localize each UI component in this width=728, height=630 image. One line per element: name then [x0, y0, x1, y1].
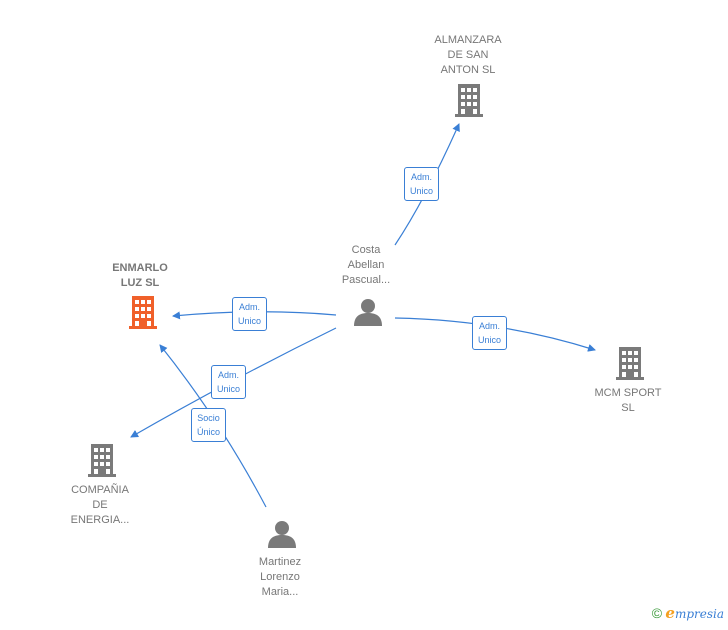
brand-footer[interactable]: © empresia: [652, 604, 724, 622]
edge-label-line: Unico: [217, 384, 241, 394]
edge-label-line: Único: [197, 427, 221, 437]
node-label-enmarlo[interactable]: ENMARLO LUZ SL: [95, 261, 185, 291]
node-label-compania[interactable]: COMPAÑIA DE ENERGIA...: [55, 483, 145, 528]
edge-label-line: Adm.: [411, 172, 433, 182]
node-label-line: SL: [621, 402, 635, 414]
edge-label-martinez-enmarlo[interactable]: Socio Único: [191, 408, 227, 442]
edge-label-costa-mcm[interactable]: Adm. Unico: [472, 316, 508, 350]
edge-label-costa-compania[interactable]: Adm. Unico: [211, 365, 247, 399]
node-label-line: Martinez: [258, 556, 302, 568]
node-label-line: Abellan: [347, 259, 385, 271]
node-label-martinez[interactable]: Martinez Lorenzo Maria...: [239, 555, 321, 600]
node-label-line: DE: [92, 499, 108, 511]
node-label-line: Costa: [351, 244, 381, 256]
node-label-line: ENERGIA...: [70, 514, 130, 526]
building-icon[interactable]: [616, 347, 644, 380]
node-label-mcm[interactable]: MCM SPORT SL: [583, 386, 673, 416]
node-label-line: ENMARLO: [112, 262, 168, 274]
node-label-line: DE SAN: [447, 49, 489, 61]
brand-logo-text: mpresia: [674, 607, 724, 621]
edge-label-line: Unico: [238, 316, 262, 326]
node-label-line: Maria...: [261, 586, 299, 598]
person-icon[interactable]: [354, 299, 382, 326]
building-icon[interactable]: [455, 84, 483, 117]
building-icon[interactable]: [129, 296, 157, 329]
brand-logo-initial: e: [665, 604, 675, 622]
node-label-line: MCM SPORT: [594, 387, 662, 399]
edge-label-costa-almanzara[interactable]: Adm. Unico: [404, 167, 440, 201]
edge-label-line: Socio: [197, 413, 220, 423]
node-label-costa[interactable]: Costa Abellan Pascual...: [325, 243, 407, 288]
node-label-almanzara[interactable]: ALMANZARA DE SAN ANTON SL: [418, 33, 518, 78]
node-label-line: ALMANZARA: [434, 34, 502, 46]
edge-label-line: Unico: [478, 335, 502, 345]
edge-label-line: Adm.: [239, 302, 261, 312]
node-label-line: LUZ SL: [120, 277, 160, 289]
copyright-icon: ©: [651, 605, 663, 621]
node-label-line: COMPAÑIA: [71, 484, 129, 496]
edge-label-line: Unico: [410, 186, 434, 196]
node-label-line: ANTON SL: [440, 64, 496, 76]
person-icon[interactable]: [268, 521, 296, 548]
node-label-line: Lorenzo: [260, 571, 300, 583]
edge-label-line: Adm.: [479, 321, 501, 331]
edge-label-line: Adm.: [218, 370, 240, 380]
node-label-line: Pascual...: [341, 274, 391, 286]
edge-label-costa-enmarlo[interactable]: Adm. Unico: [232, 297, 268, 331]
building-icon[interactable]: [88, 444, 116, 477]
